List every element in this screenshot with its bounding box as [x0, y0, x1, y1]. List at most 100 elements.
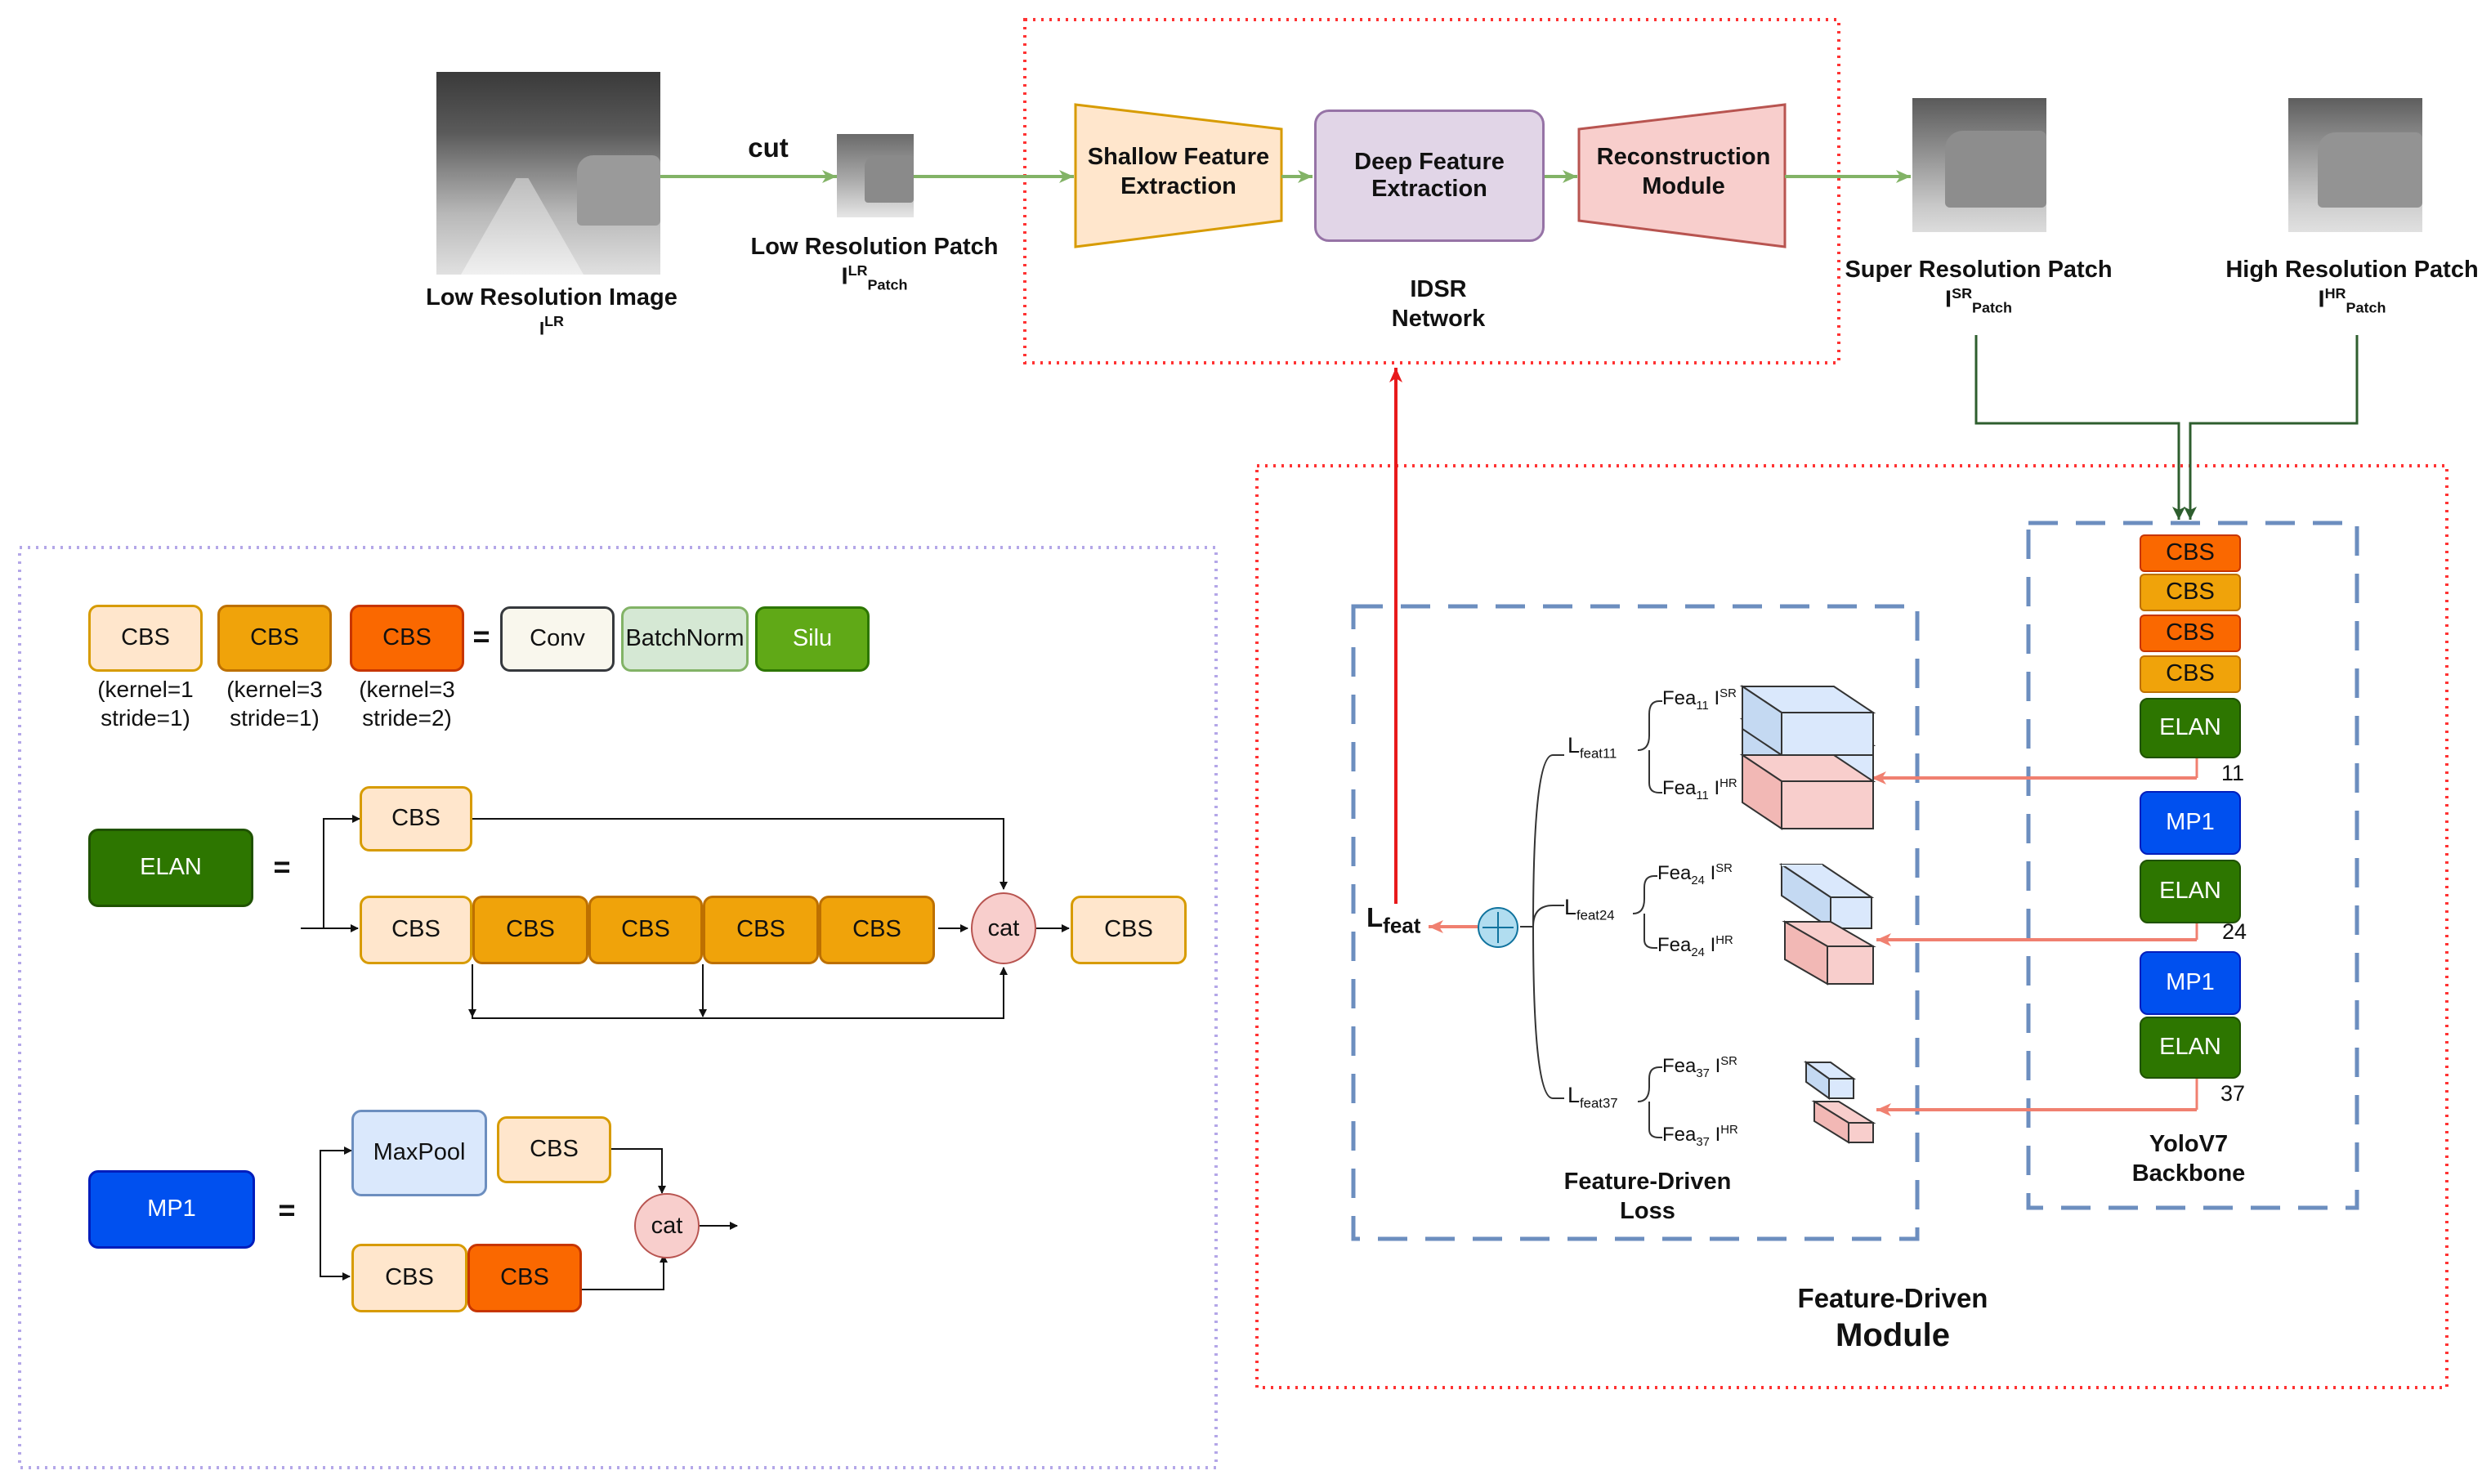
feature-block-sr-37	[1803, 1061, 1857, 1100]
cbs-label: CBS	[506, 916, 555, 943]
fea11-sr-label: Fea11 ISR	[1662, 686, 1760, 713]
road-shape	[461, 178, 584, 275]
cbs-label: CBS	[1104, 916, 1153, 943]
lr-image-symbol: I	[539, 318, 545, 339]
l-feat37-sub: feat37	[1580, 1095, 1618, 1111]
fea-symbol: Fea	[1662, 1055, 1697, 1077]
batchnorm-box: BatchNorm	[621, 606, 749, 672]
backbone-elan-2: ELAN	[2140, 860, 2241, 923]
backbone-elan-3: ELAN	[2140, 1017, 2241, 1079]
cbs1-note: (kernel=1 stride=1)	[82, 675, 209, 732]
l-feat-sub: feat	[1383, 913, 1421, 938]
feature-block-sr-24	[1778, 863, 1875, 930]
hr-sup: HR	[1720, 1124, 1738, 1137]
sr-patch-sub: Patch	[1972, 299, 2012, 316]
cbs-label: CBS	[382, 624, 432, 651]
cbs-label: CBS	[2166, 539, 2215, 566]
backbone-elan-1: ELAN	[2140, 698, 2241, 758]
backbone-line1: YoloV7	[2149, 1131, 2229, 1157]
plus-icon	[1482, 912, 1514, 943]
hr-patch-sup: HR	[2324, 285, 2346, 302]
hr-patch-sub: Patch	[2346, 299, 2386, 316]
cbs-kernel3-stride2-box: CBS	[350, 605, 464, 672]
deep-feature-extraction-box: Deep Feature Extraction	[1314, 110, 1545, 242]
i-symbol: I	[1710, 934, 1716, 956]
sr-sup: SR	[1720, 687, 1737, 700]
fea-index: 37	[1696, 1066, 1710, 1080]
backbone-cbs-3: CBS	[2140, 615, 2241, 652]
idsr-network-caption: IDSR Network	[1340, 275, 1536, 334]
idsr-line2: Network	[1391, 306, 1486, 333]
cbs3-note-line1: (kernel=3	[359, 677, 455, 702]
silu-box: Silu	[755, 606, 870, 672]
cbs1-note-line1: (kernel=1	[97, 677, 194, 702]
hr-car-shape	[2318, 132, 2422, 208]
cut-label: cut	[748, 132, 789, 163]
cbs-label: CBS	[121, 624, 170, 651]
elan-branch-cbs: CBS	[360, 786, 472, 852]
shallow-feature-label: Shallow Feature Extraction	[1087, 144, 1270, 200]
fea37-sr-label: Fea37 ISR	[1662, 1054, 1760, 1081]
mp1-cat-node: cat	[634, 1193, 700, 1258]
feature-driven-loss-frame	[1351, 604, 1920, 1241]
cbs-label: CBS	[621, 916, 670, 943]
maxpool-box: MaxPool	[351, 1110, 487, 1196]
cbs-kernel3-stride1-box: CBS	[217, 605, 332, 672]
sr-car-shape	[1945, 131, 2046, 208]
cbs-label: CBS	[2166, 579, 2215, 606]
elan-cbs-2: CBS	[472, 896, 588, 964]
hr-patch-label: High Resolution Patch	[2225, 257, 2479, 283]
elan-cbs-1: CBS	[360, 896, 472, 964]
legend-frame	[18, 546, 1218, 1469]
l-symbol: L	[1567, 733, 1581, 758]
hr-sup: HR	[1715, 934, 1733, 947]
fea-symbol: Fea	[1662, 777, 1697, 799]
batchnorm-label: BatchNorm	[625, 625, 745, 652]
i-symbol: I	[1715, 1055, 1721, 1077]
cbs-label: CBS	[391, 916, 440, 943]
elan-cbs-4: CBS	[703, 896, 819, 964]
lr-patch-sup: LR	[847, 262, 868, 279]
elan-cbs-3: CBS	[588, 896, 703, 964]
lr-image-caption: Low Resolution Image ILR	[409, 283, 695, 342]
deep-feature-label: Deep Feature Extraction	[1354, 148, 1505, 202]
feature-block-hr-11	[1739, 753, 1876, 830]
backbone-cbs-4: CBS	[2140, 655, 2241, 693]
module-line2: Module	[1836, 1317, 1950, 1354]
l-feat37-label: Lfeat37	[1567, 1082, 1641, 1112]
idsr-network-frame	[1023, 18, 1840, 364]
cbs-label: CBS	[391, 805, 440, 832]
mp1-cbs-top: CBS	[497, 1116, 611, 1183]
backbone-mp1-1: MP1	[2140, 791, 2241, 855]
conv-label: Conv	[530, 625, 585, 652]
l-feat-label: Lfeat	[1366, 901, 1432, 939]
mp1-legend-box: MP1	[88, 1170, 255, 1249]
l-feat11-label: Lfeat11	[1567, 732, 1641, 762]
cbs-equals-sign: =	[472, 619, 490, 653]
cbs-label: CBS	[530, 1136, 579, 1163]
i-symbol: I	[1710, 862, 1716, 884]
cbs-kernel1-box: CBS	[88, 605, 203, 672]
sr-sup: SR	[1715, 862, 1733, 875]
mp1-equals-sign: =	[278, 1193, 296, 1227]
maxpool-label: MaxPool	[373, 1139, 466, 1166]
lr-patch-sub: Patch	[867, 276, 908, 293]
feature-block-hr-37	[1811, 1100, 1876, 1144]
low-resolution-patch	[837, 134, 914, 217]
lr-patch-symbol: I	[841, 263, 848, 290]
l-symbol: L	[1366, 902, 1384, 932]
cbs-label: CBS	[852, 916, 901, 943]
cbs2-note-line1: (kernel=3	[226, 677, 323, 702]
fea24-sr-label: Fea24 ISR	[1657, 861, 1755, 888]
elan-label: ELAN	[2159, 714, 2221, 741]
cbs-label: CBS	[500, 1264, 549, 1291]
cbs-label: CBS	[385, 1264, 434, 1291]
fea-index: 24	[1691, 945, 1705, 959]
fea-index: 11	[1696, 699, 1709, 713]
fea-symbol: Fea	[1657, 862, 1692, 884]
backbone-frame	[2026, 521, 2359, 1210]
hr-sup: HR	[1720, 777, 1737, 790]
lr-patch-label: Low Resolution Patch	[750, 234, 999, 260]
elan-label: ELAN	[2159, 1034, 2221, 1061]
